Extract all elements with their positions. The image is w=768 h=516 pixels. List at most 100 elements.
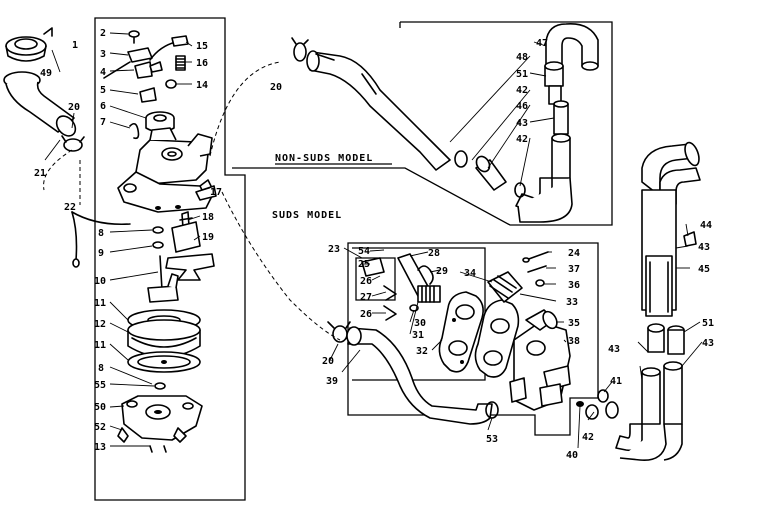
valve-plate-32 — [474, 299, 520, 378]
callout-25: 25 — [358, 259, 370, 270]
callout-37: 37 — [568, 264, 580, 275]
drain-elbow-tube — [3, 71, 77, 137]
tube-45 — [641, 189, 677, 317]
seal-11b — [127, 351, 201, 373]
callout-28: 28 — [428, 248, 440, 259]
non-suds-model-heading: NON-SUDS MODEL — [275, 153, 373, 164]
connector-46 — [475, 155, 507, 191]
callout-44: 44 — [700, 220, 712, 231]
bracket-8 — [171, 221, 201, 253]
callout-47: 47 — [536, 38, 548, 49]
suds-model-heading: SUDS MODEL — [272, 210, 342, 221]
coupling-51a — [544, 61, 564, 87]
coil-30 — [417, 285, 441, 303]
callout-13: 13 — [94, 442, 106, 453]
elbow-bottom-non-suds — [515, 177, 573, 223]
callout-51a: 51 — [516, 69, 528, 80]
callout-36: 36 — [568, 280, 580, 291]
callout-9: 9 — [98, 248, 104, 259]
screw-24 — [522, 251, 549, 263]
screw-37 — [527, 265, 547, 273]
tubes-43-lower — [641, 361, 683, 425]
nut-36 — [535, 279, 545, 287]
callout-30: 30 — [414, 318, 426, 329]
callout-40: 40 — [566, 450, 578, 461]
washer-8 — [152, 226, 164, 234]
callout-23: 23 — [328, 244, 340, 255]
callout-26b: 26 — [360, 309, 372, 320]
tube-43 — [551, 133, 571, 179]
callout-53: 53 — [486, 434, 498, 445]
callout-12: 12 — [94, 319, 106, 330]
spring-7 — [129, 122, 140, 140]
callout-20c: 20 — [322, 356, 334, 367]
hose-clamp-42c — [585, 404, 599, 420]
callout-48: 48 — [516, 52, 528, 63]
callout-33: 33 — [566, 297, 578, 308]
callout-24: 24 — [568, 248, 580, 259]
non-suds-model-frame — [232, 21, 613, 226]
callout-8b: 8 — [98, 363, 104, 374]
standpipe-elbow-47 — [545, 23, 599, 73]
callout-11a: 11 — [94, 298, 106, 309]
hose-clamp-20c — [327, 321, 351, 343]
callout-49: 49 — [40, 68, 52, 79]
callout-11b: 11 — [94, 340, 106, 351]
inlet-flange — [5, 27, 53, 62]
hose-clamp-42a — [454, 150, 468, 168]
pump-housing-1 — [117, 127, 215, 213]
callout-43d: 43 — [702, 338, 714, 349]
left-assembly-frame — [94, 17, 246, 501]
callout-39: 39 — [326, 376, 338, 387]
callout-20a: 20 — [68, 102, 80, 113]
bracket-17 — [195, 185, 217, 201]
washer-9 — [152, 241, 164, 249]
callout-4: 4 — [100, 67, 106, 78]
wire-tie — [71, 211, 131, 268]
callout-18: 18 — [202, 212, 214, 223]
valve-body-38 — [509, 309, 571, 411]
switch-assembly-4 — [134, 61, 163, 79]
callout-17: 17 — [210, 187, 222, 198]
callout-32: 32 — [416, 346, 428, 357]
clip-5 — [139, 87, 157, 103]
callout-52: 52 — [94, 422, 106, 433]
hose-routing-top — [209, 61, 281, 157]
callout-10: 10 — [94, 276, 106, 287]
pump-base-50 — [121, 395, 203, 441]
hose-clamp-20a — [61, 135, 85, 152]
callout-43c: 43 — [698, 242, 710, 253]
callout-55: 55 — [94, 380, 106, 391]
callout-34: 34 — [464, 268, 476, 279]
callout-38: 38 — [568, 336, 580, 347]
clip-26 — [383, 305, 397, 321]
callout-3: 3 — [100, 49, 106, 60]
gasket-34 — [438, 291, 484, 373]
callout-29: 29 — [436, 266, 448, 277]
callout-54: 54 — [358, 246, 370, 257]
washer-55 — [154, 382, 166, 390]
callout-51b: 51 — [702, 318, 714, 329]
callout-43a: 43 — [516, 118, 528, 129]
bracket-25 — [361, 257, 385, 277]
screws-13 — [117, 427, 187, 453]
callout-31: 31 — [412, 330, 424, 341]
callout-2: 2 — [100, 28, 106, 39]
nut-14 — [165, 79, 177, 89]
callout-numbers: 1 2 3 4 5 6 7 8 9 10 11 12 11 8 55 50 52… — [34, 28, 714, 461]
clip-27 — [383, 285, 397, 301]
callout-50: 50 — [94, 402, 106, 413]
shaft-10 — [147, 255, 179, 303]
callout-42c: 42 — [582, 432, 594, 443]
callout-8a: 8 — [98, 228, 104, 239]
callout-41: 41 — [610, 376, 622, 387]
clamp-19 — [165, 253, 215, 281]
callout-27: 27 — [360, 292, 372, 303]
callout-5: 5 — [100, 85, 106, 96]
solenoid-33 — [487, 271, 523, 303]
callout-16: 16 — [196, 58, 208, 69]
callout-20b: 20 — [270, 82, 282, 93]
drain-hose-39 — [346, 326, 493, 425]
callout-45: 45 — [698, 264, 710, 275]
